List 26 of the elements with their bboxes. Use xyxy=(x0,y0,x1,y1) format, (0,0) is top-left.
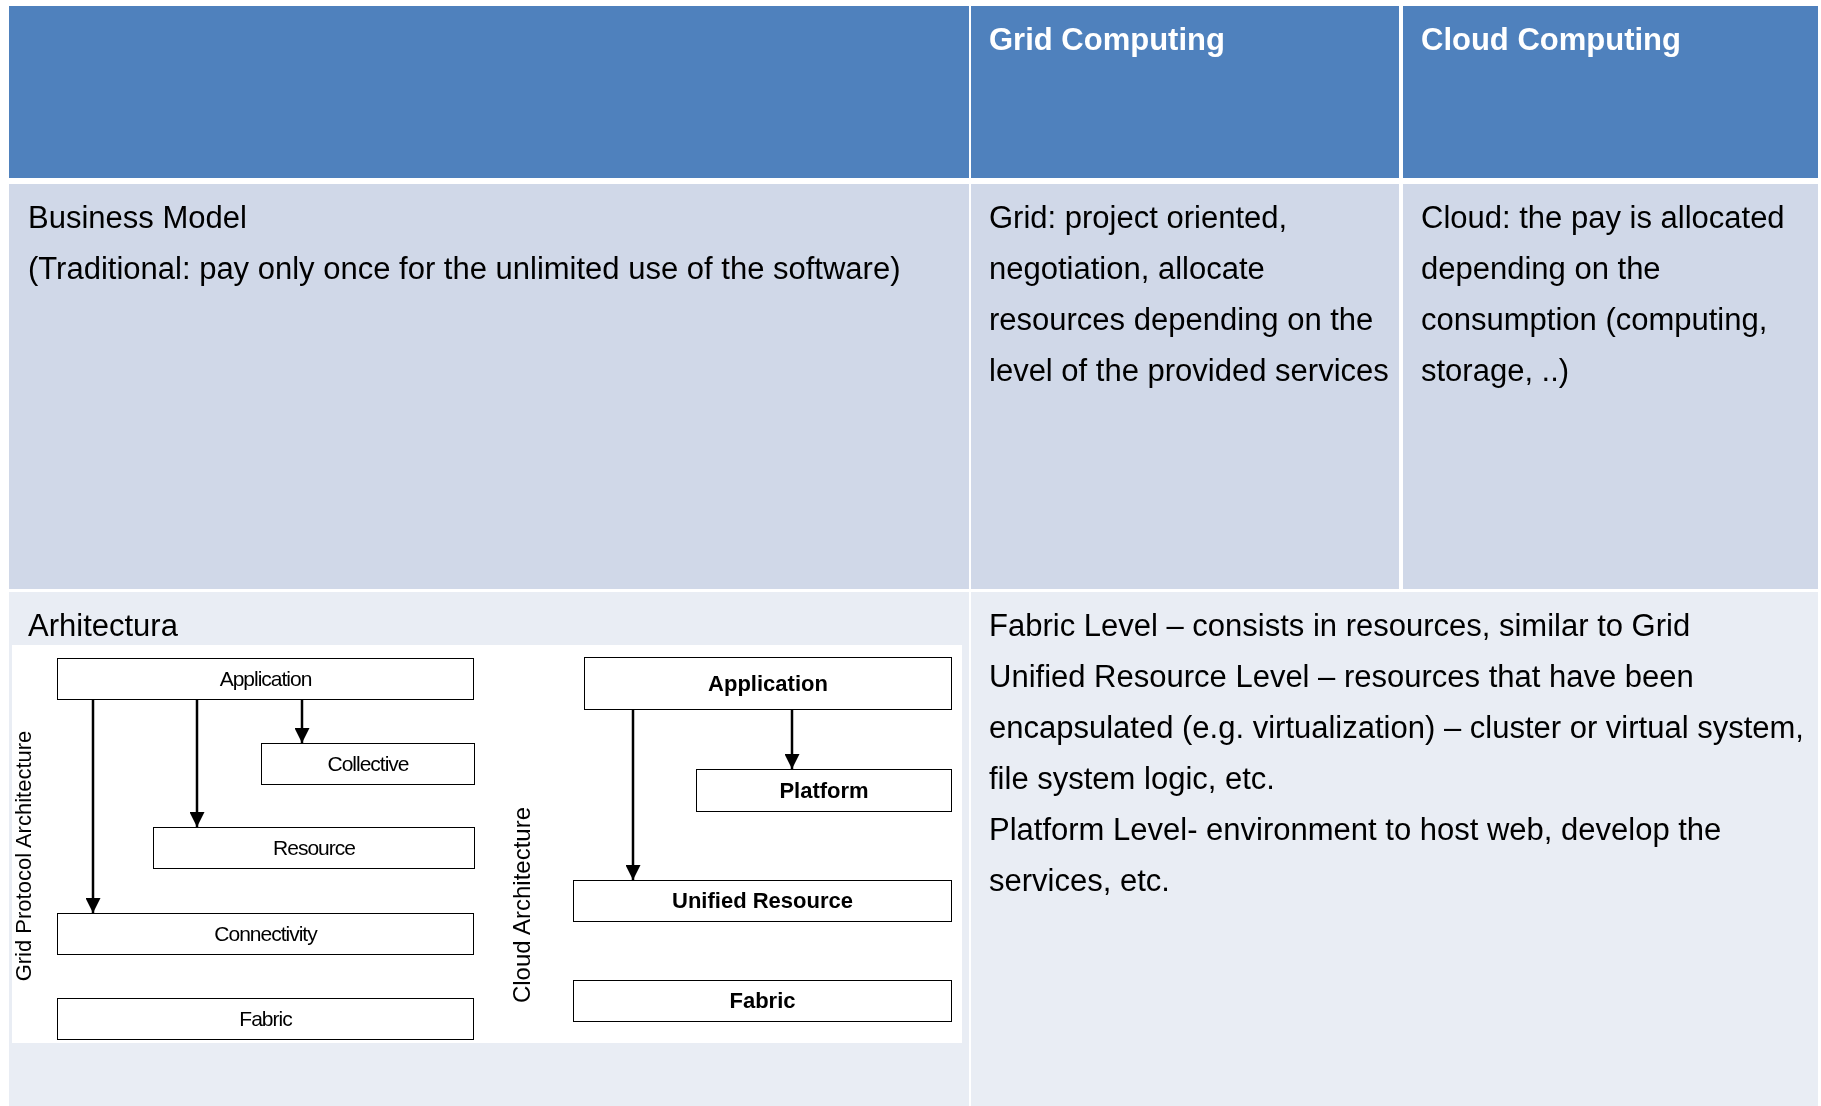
cell-text: Unified Resource Level – resources that have been encapsulated (e.g. virtualization) – cluster or virtual system, file system logic, etc. xyxy=(989,658,1805,798)
layer-box: Platform xyxy=(696,769,952,812)
layer-box: Application xyxy=(584,657,952,710)
arrow xyxy=(784,710,800,769)
arrow xyxy=(625,710,641,880)
cell-text: Fabric Level – consists in resources, similar to Grid xyxy=(989,607,1692,645)
layer-box: Connectivity xyxy=(57,913,474,955)
column-heading: Grid Computing xyxy=(989,21,1226,59)
arrow xyxy=(189,700,205,827)
cell-text: (Traditional: pay only once for the unlimited use of the software) xyxy=(28,250,902,288)
layer-box: Fabric xyxy=(57,998,474,1040)
layer-box: Application xyxy=(57,658,474,700)
column-heading: Cloud Computing xyxy=(1421,21,1682,59)
cell-text: Platform Level- environment to host web, develop the services, etc. xyxy=(989,811,1723,900)
row-heading: Business Model xyxy=(28,199,248,237)
arrow xyxy=(294,700,310,743)
cell-text: Cloud: the pay is allocated depending on the consumption (computing, storage, ..) xyxy=(1421,199,1786,390)
layer-box: Collective xyxy=(261,743,475,785)
arrow xyxy=(85,700,101,913)
layer-box: Fabric xyxy=(573,980,952,1022)
layer-box: Resource xyxy=(153,827,475,869)
axis-title: Grid Protocol Architecture xyxy=(10,730,37,982)
row-heading: Arhitectura xyxy=(28,607,179,645)
axis-title: Cloud Architecture xyxy=(508,806,537,1004)
cell-text: Grid: project oriented, negotiation, allocate resources depending on the level of the provided services xyxy=(989,199,1390,390)
layer-box: Unified Resource xyxy=(573,880,952,922)
